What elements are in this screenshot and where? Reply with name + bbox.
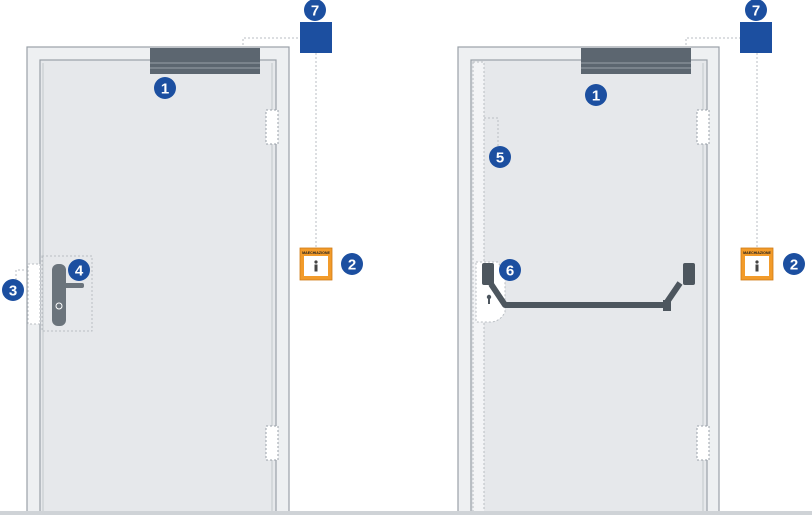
svg-text:7: 7 [311, 3, 319, 20]
leader-line-5 [484, 117, 499, 146]
hinge-icon [265, 109, 279, 145]
leader-line-7-right [685, 37, 740, 45]
badge-2-right: 2 [783, 253, 805, 275]
hinge-icon [696, 425, 710, 461]
badge-2-left: 2 [341, 253, 363, 275]
right-door: MAECHIAZIONE [457, 22, 774, 520]
leader-line-3 [15, 269, 28, 280]
right-door-leaf [470, 59, 708, 520]
svg-text:6: 6 [506, 263, 514, 280]
right-call-point: MAECHIAZIONE [740, 247, 774, 281]
badge-1-left: 1 [154, 77, 176, 99]
left-door-closer [150, 48, 260, 74]
right-panic-bar [482, 263, 695, 311]
hand-press-icon [755, 260, 759, 272]
left-handle-zone [41, 255, 93, 332]
floor-line [0, 511, 812, 515]
left-door-leaf [39, 59, 277, 520]
svg-text:2: 2 [348, 257, 356, 274]
left-door-handle [52, 264, 84, 326]
svg-text:1: 1 [592, 88, 600, 105]
svg-text:3: 3 [9, 283, 17, 300]
right-control-module [740, 22, 772, 53]
badge-1-right: 1 [585, 84, 607, 106]
svg-text:5: 5 [496, 150, 504, 167]
hand-press-icon [314, 260, 318, 272]
left-control-module [300, 22, 332, 53]
call-point-label: MAECHIAZIONE [302, 251, 330, 255]
svg-text:4: 4 [75, 263, 84, 280]
svg-text:2: 2 [790, 257, 798, 274]
badge-3: 3 [2, 279, 24, 301]
right-door-closer [581, 48, 691, 74]
key-cylinder-icon [486, 294, 492, 304]
badge-5: 5 [489, 146, 511, 168]
badge-7-right: 7 [745, 0, 767, 21]
svg-text:1: 1 [161, 81, 169, 98]
left-door: MAECHIAZIONE [15, 22, 333, 520]
badge-7-left: 7 [304, 0, 326, 21]
badge-6: 6 [499, 259, 521, 281]
left-frame-contact [27, 263, 41, 325]
key-cylinder-icon [55, 302, 63, 310]
left-call-point: MAECHIAZIONE [299, 247, 333, 281]
hinge-icon [265, 425, 279, 461]
badge-4: 4 [68, 259, 90, 281]
leader-line-7-left [242, 37, 300, 45]
hinge-icon [696, 109, 710, 145]
call-point-label: MAECHIAZIONE [743, 251, 771, 255]
svg-text:7: 7 [752, 3, 760, 20]
